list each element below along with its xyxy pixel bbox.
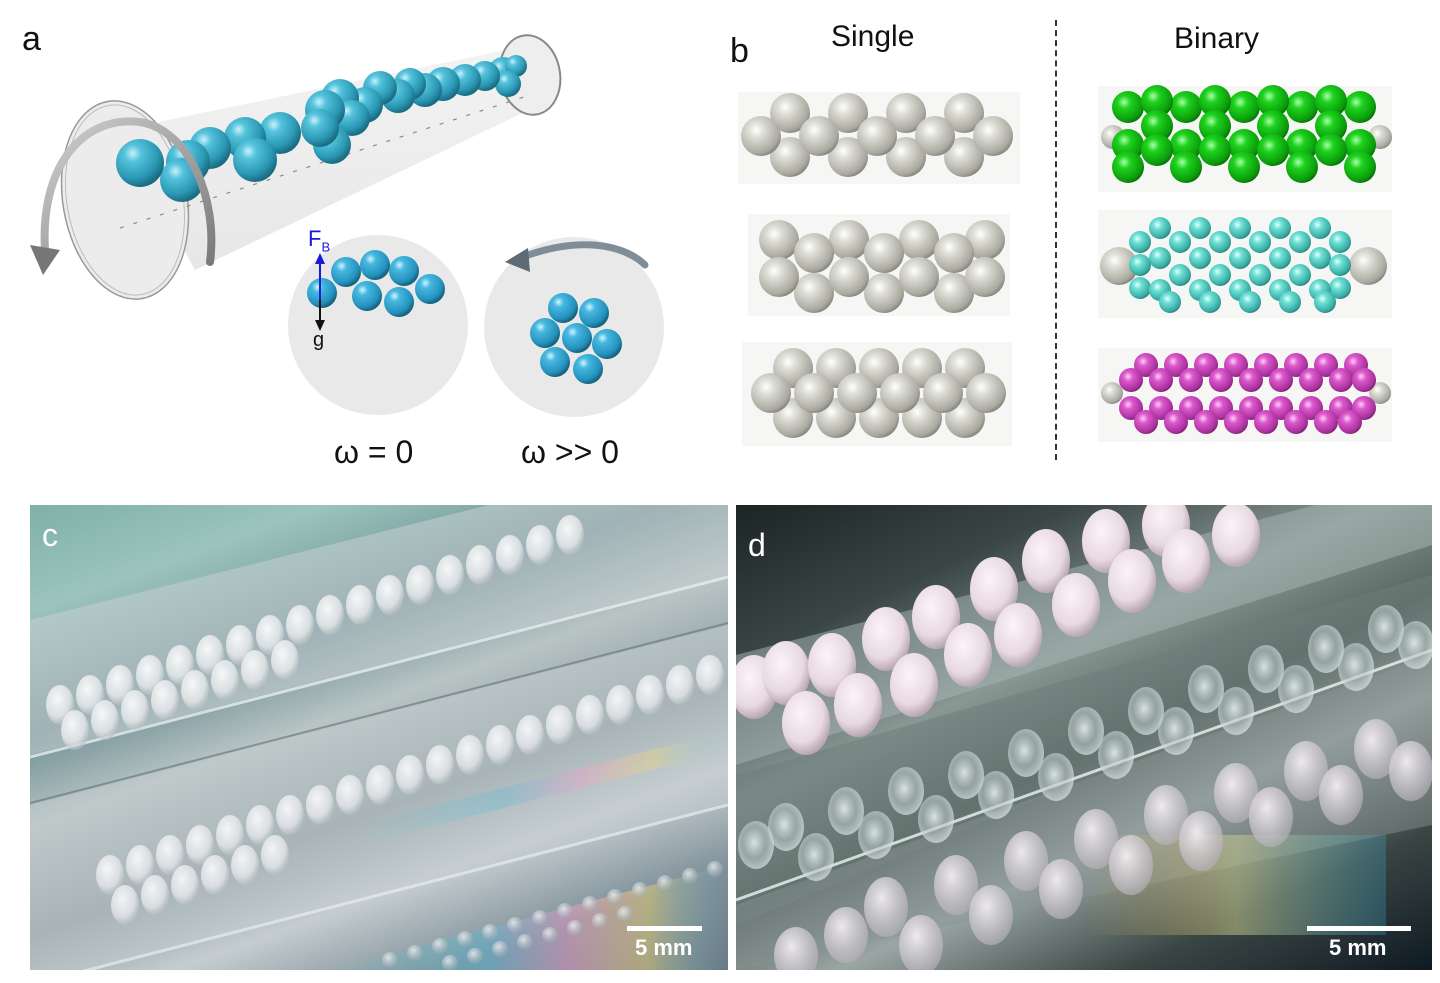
floating-spheres (307, 250, 445, 317)
panel-d-photo: d 5 mm (736, 505, 1432, 970)
buoyancy-force-label: FB (308, 226, 331, 255)
small-rotation-arrow-icon (516, 241, 649, 269)
binary-structure-magenta (1101, 353, 1391, 434)
panel-c-scale-text: 5 mm (635, 935, 693, 960)
panel-a-label: a (22, 20, 41, 58)
single-structure-2 (759, 220, 1005, 313)
single-structure-1 (741, 93, 1013, 177)
dashed-divider (1055, 20, 1057, 460)
gravity-label: g (313, 329, 325, 351)
rotating-tube-diagram (30, 34, 664, 417)
rotation-arrow-icon (40, 117, 216, 266)
column-title-binary: Binary (1174, 22, 1260, 55)
panel-c-photo: c 5 mm (30, 505, 728, 970)
omega-large-label: ω >> 0 (521, 434, 619, 470)
panel-c-label: c (42, 517, 58, 553)
panel-b-label: b (730, 32, 749, 70)
tube-spheres (116, 55, 527, 202)
panel-c-scalebar (627, 926, 702, 931)
binary-structure-cyan (1100, 217, 1387, 313)
binary-structure-green (1101, 85, 1392, 183)
omega-zero-label: ω = 0 (334, 434, 414, 470)
column-title-single: Single (831, 20, 915, 53)
single-structure-3 (751, 348, 1006, 438)
panel-d-scalebar (1307, 926, 1411, 931)
packing-structures (741, 85, 1392, 438)
packed-spheres (530, 293, 622, 384)
panel-d-label: d (748, 527, 766, 563)
panel-d-scale-text: 5 mm (1329, 935, 1387, 960)
